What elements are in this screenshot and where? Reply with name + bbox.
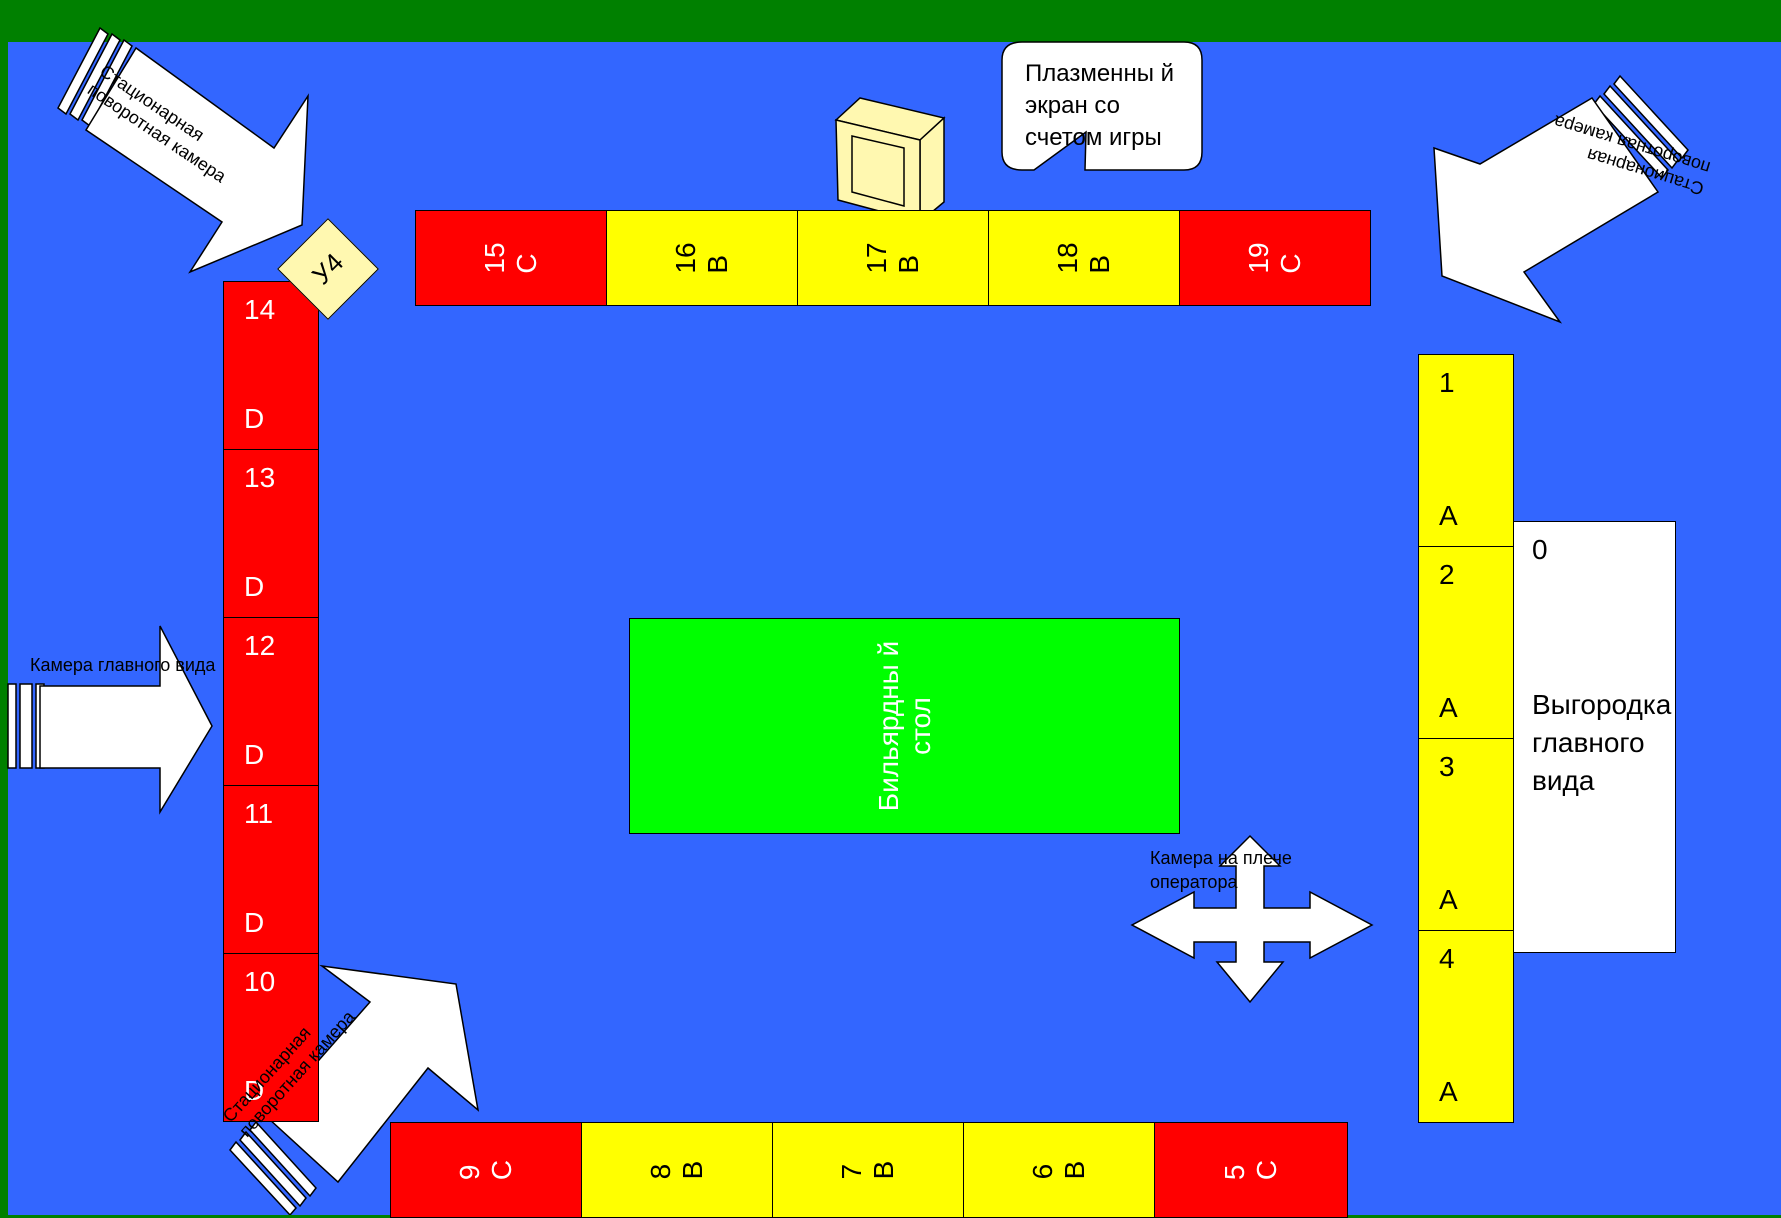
seat-label: 15 C bbox=[479, 242, 543, 273]
seat-label: 16 B bbox=[670, 242, 734, 273]
seat-label: 17 B bbox=[861, 242, 925, 273]
seat-label: 7 B bbox=[836, 1161, 900, 1180]
seat-letter: A bbox=[1439, 1076, 1458, 1108]
seat-letter: D bbox=[244, 403, 264, 435]
seat-7: 7 B bbox=[772, 1122, 964, 1218]
seat-8: 8 B bbox=[581, 1122, 773, 1218]
seat-letter: A bbox=[1439, 500, 1458, 532]
seat-18: 18 B bbox=[988, 210, 1180, 306]
seat-letter: D bbox=[244, 907, 264, 939]
seat-label: 6 B bbox=[1027, 1161, 1091, 1180]
billiard-table-label: Бильярдны й стол bbox=[873, 636, 937, 816]
screen-callout-text: Плазменны й экран со счетом игры bbox=[1025, 58, 1185, 154]
seat-6: 6 B bbox=[963, 1122, 1155, 1218]
seat-letter: D bbox=[244, 571, 264, 603]
seat-number: 1 bbox=[1439, 367, 1455, 399]
seat-number: 13 bbox=[244, 462, 275, 494]
seat-number: 11 bbox=[244, 798, 273, 830]
corner-label: У4 bbox=[306, 247, 350, 291]
main-view-enclosure: 0 Выгородка главного вида bbox=[1513, 521, 1676, 953]
enclosure-label: Выгородка главного вида bbox=[1532, 686, 1672, 800]
seat-number: 2 bbox=[1439, 559, 1455, 591]
seat-letter: D bbox=[244, 739, 264, 771]
seat-number: 14 bbox=[244, 294, 275, 326]
seat-number: 3 bbox=[1439, 751, 1455, 783]
seat-15: 15 C bbox=[415, 210, 607, 306]
seat-17: 17 B bbox=[797, 210, 989, 306]
seat-label: 9 C bbox=[454, 1160, 518, 1180]
seat-9: 9 C bbox=[390, 1122, 582, 1218]
shoulder-camera-label: Камера на плече оператора bbox=[1150, 846, 1350, 894]
seat-letter: A bbox=[1439, 884, 1458, 916]
main-view-camera-icon bbox=[8, 684, 44, 768]
seat-number: 10 bbox=[244, 966, 275, 998]
seat-label: 19 C bbox=[1243, 242, 1307, 273]
seat-label: 18 B bbox=[1052, 242, 1116, 273]
seat-label: 8 B bbox=[645, 1161, 709, 1180]
seat-number: 12 bbox=[244, 630, 275, 662]
billiard-table: Бильярдны й стол bbox=[629, 618, 1180, 834]
plasma-screen-icon bbox=[836, 98, 944, 222]
seat-letter: A bbox=[1439, 692, 1458, 724]
main-view-camera-label: Камера главного вида bbox=[30, 653, 230, 677]
seat-19: 19 C bbox=[1179, 210, 1371, 306]
enclosure-number: 0 bbox=[1532, 534, 1548, 566]
seat-5: 5 C bbox=[1154, 1122, 1348, 1218]
seat-16: 16 B bbox=[606, 210, 798, 306]
seat-label: 5 C bbox=[1219, 1160, 1283, 1180]
seat-number: 4 bbox=[1439, 943, 1455, 975]
